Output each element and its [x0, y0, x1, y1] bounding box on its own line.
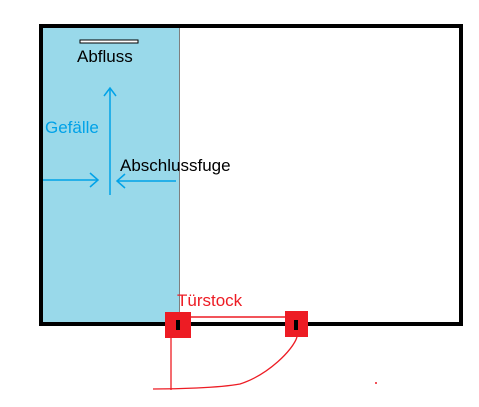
- slope-arrow-right: [43, 172, 100, 188]
- room-walls: [39, 24, 463, 326]
- stray-dot: [375, 382, 377, 384]
- door-post-left-mark: [176, 320, 180, 330]
- slope-arrow-left: [115, 173, 176, 189]
- door-frame-label: Türstock: [177, 291, 243, 310]
- door-post-right-mark: [294, 320, 298, 330]
- joint-label: Abschlussfuge: [120, 156, 231, 175]
- door-swing-arc: [152, 336, 298, 390]
- shower-area: [42, 26, 180, 324]
- slope-label: Gefälle: [45, 118, 99, 137]
- slope-arrow-up: [103, 86, 117, 195]
- drain-label: Abfluss: [77, 47, 133, 66]
- drain-symbol: [79, 39, 139, 44]
